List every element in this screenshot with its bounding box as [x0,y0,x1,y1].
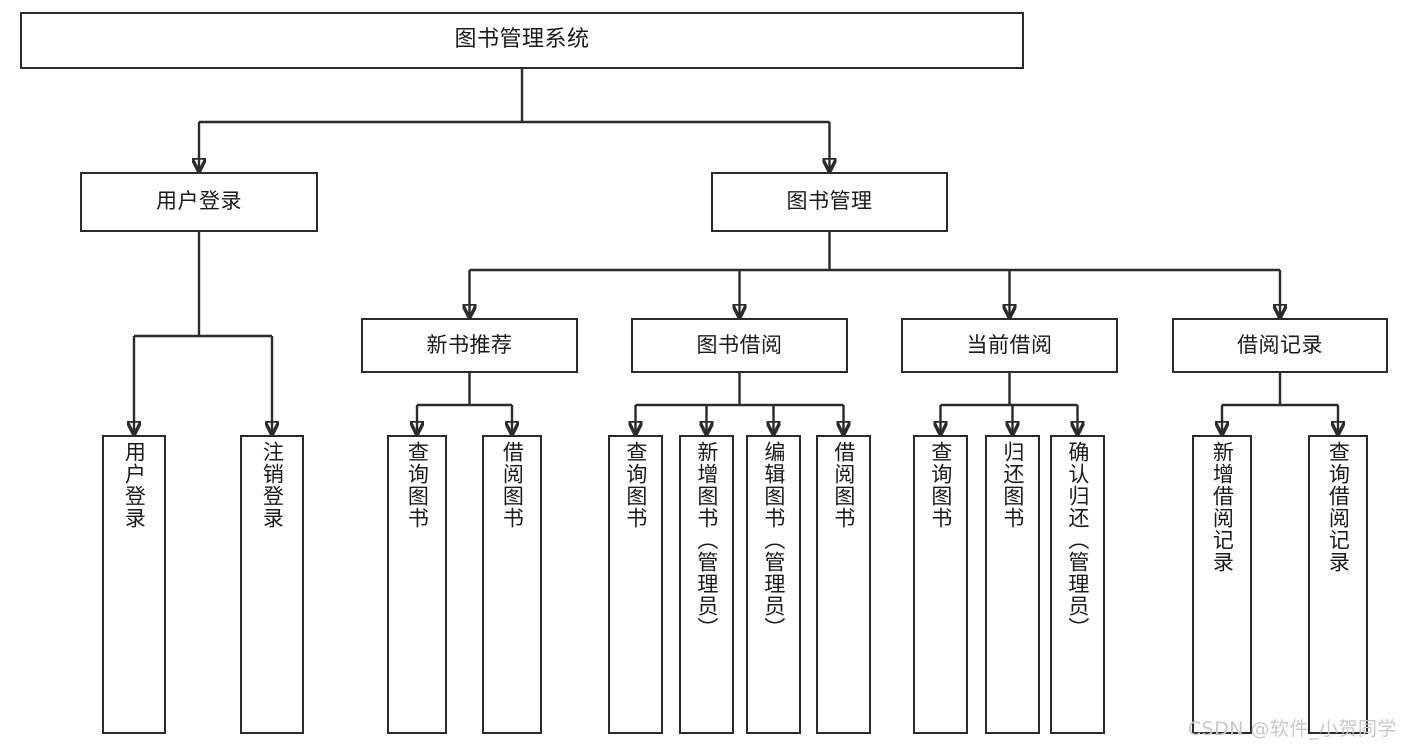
node-leaf-user-login[interactable]: 用户登录 [102,435,166,734]
node-bb-borrow-label: 借阅图书 [831,441,856,529]
node-leaf-user-logout-label: 注销登录 [260,441,285,529]
node-nb-borrow[interactable]: 借阅图书 [482,435,542,734]
node-book-manage-label: 图书管理 [786,189,873,214]
node-current-borrow[interactable]: 当前借阅 [901,318,1118,373]
node-new-book-rec[interactable]: 新书推荐 [361,318,578,373]
node-bb-edit-label: 编辑图书（管理员） [761,441,786,639]
node-nb-query[interactable]: 查询图书 [387,435,447,734]
node-cb-return-label: 归还图书 [1000,441,1025,529]
node-nb-query-label: 查询图书 [405,441,430,529]
node-cb-query-label: 查询图书 [928,441,953,529]
node-root[interactable]: 图书管理系统 [20,12,1024,69]
node-book-borrow-label: 图书借阅 [696,332,783,357]
node-user-login[interactable]: 用户登录 [80,172,318,232]
node-nb-borrow-label: 借阅图书 [500,441,525,529]
node-borrow-record[interactable]: 借阅记录 [1172,318,1388,373]
node-bb-borrow[interactable]: 借阅图书 [816,435,871,734]
node-leaf-user-login-label: 用户登录 [122,441,147,529]
node-leaf-user-logout[interactable]: 注销登录 [240,435,304,734]
node-book-borrow[interactable]: 图书借阅 [631,318,848,373]
node-cb-query[interactable]: 查询图书 [913,435,968,734]
csdn-watermark: CSDN @软件_小贺同学 [1187,718,1397,740]
node-bb-query[interactable]: 查询图书 [608,435,663,734]
node-br-add-label: 新增借阅记录 [1210,441,1235,573]
node-bb-query-label: 查询图书 [623,441,648,529]
node-bb-add[interactable]: 新增图书（管理员） [679,435,734,734]
node-bb-edit[interactable]: 编辑图书（管理员） [746,435,801,734]
node-cb-confirm-label: 确认归还（管理员） [1065,441,1090,639]
node-current-borrow-label: 当前借阅 [966,332,1053,357]
node-cb-return[interactable]: 归还图书 [985,435,1040,734]
node-new-book-rec-label: 新书推荐 [426,332,513,357]
node-borrow-record-label: 借阅记录 [1237,332,1323,357]
node-br-add[interactable]: 新增借阅记录 [1192,435,1252,734]
node-user-login-label: 用户登录 [156,189,242,214]
node-book-manage[interactable]: 图书管理 [711,172,948,232]
node-br-query-label: 查询借阅记录 [1326,441,1351,573]
node-cb-confirm[interactable]: 确认归还（管理员） [1050,435,1105,734]
node-br-query[interactable]: 查询借阅记录 [1308,435,1368,734]
node-bb-add-label: 新增图书（管理员） [694,441,719,639]
node-root-label: 图书管理系统 [454,27,590,53]
